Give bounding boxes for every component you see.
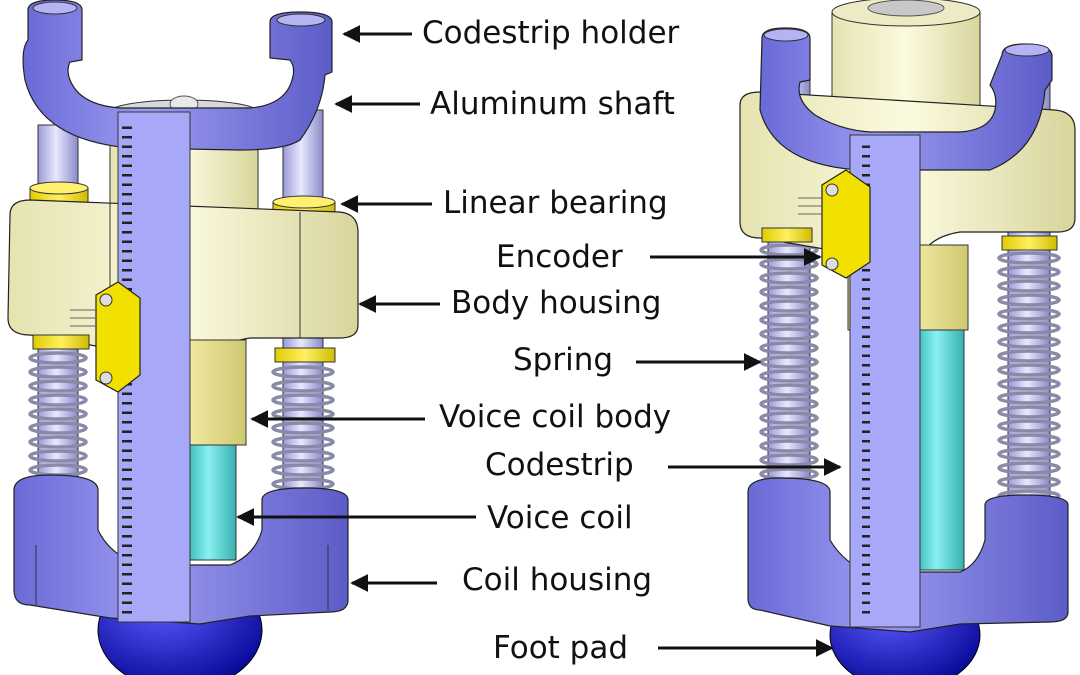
spring-coil	[271, 379, 335, 393]
spring-coil	[759, 313, 819, 327]
spring-coil	[271, 435, 335, 449]
spring-coil	[997, 335, 1061, 349]
spring-coil	[997, 251, 1061, 265]
spring-coil	[759, 397, 819, 411]
right-assembly	[739, 0, 1076, 675]
spring-coil	[271, 393, 335, 407]
spring-coil	[759, 271, 819, 285]
encoder-left	[70, 281, 141, 393]
spring-coil	[271, 449, 335, 463]
coil-housing-right	[747, 477, 1069, 633]
label-encoder: Encoder	[496, 239, 623, 275]
spring-coil	[997, 377, 1061, 391]
spring-coil	[759, 341, 819, 355]
spring-left-a	[28, 351, 88, 477]
spring-left-b	[271, 365, 335, 491]
spring-coil	[28, 449, 88, 463]
spring-coil	[997, 405, 1061, 419]
spring-right-b	[997, 251, 1061, 503]
spring-coil	[759, 425, 819, 439]
spring-coil	[28, 379, 88, 393]
spring-coil	[28, 435, 88, 449]
label-linear-bearing: Linear bearing	[443, 185, 668, 221]
left-assembly	[7, 0, 359, 675]
spring-coil	[28, 421, 88, 435]
spring-coil	[759, 453, 819, 467]
label-voice-coil-body: Voice coil body	[439, 399, 672, 435]
label-body-housing: Body housing	[451, 285, 662, 321]
spring-coil	[759, 411, 819, 425]
spring-coil	[759, 327, 819, 341]
spring-coil	[271, 365, 335, 379]
label-coil-housing: Coil housing	[462, 562, 653, 598]
label-codestrip-holder: Codestrip holder	[422, 15, 680, 51]
codestrip-holder-left	[22, 0, 333, 151]
leader-arrows	[236, 25, 842, 657]
voice-coil-left	[189, 444, 237, 561]
coil-housing-left	[13, 474, 349, 625]
spring-coil	[997, 419, 1061, 433]
spring-coil	[759, 369, 819, 383]
spring-coil	[997, 321, 1061, 335]
spring-coil	[997, 363, 1061, 377]
label-aluminum-shaft: Aluminum shaft	[430, 86, 675, 122]
spring-coil	[759, 439, 819, 453]
spring-coil	[759, 383, 819, 397]
spring-coil	[997, 461, 1061, 475]
spring-coil	[28, 351, 88, 365]
label-voice-coil: Voice coil	[487, 500, 633, 536]
spring-coil	[997, 475, 1061, 489]
spring-coil	[997, 391, 1061, 405]
label-codestrip: Codestrip	[485, 447, 634, 483]
spring-coil	[997, 433, 1061, 447]
spring-coil	[28, 393, 88, 407]
spring-coil	[997, 349, 1061, 363]
spring-coil	[28, 407, 88, 421]
label-spring: Spring	[513, 342, 614, 378]
spring-coil	[997, 293, 1061, 307]
spring-coil	[271, 421, 335, 435]
spring-coil	[759, 299, 819, 313]
encoder-right	[798, 169, 871, 279]
spring-coil	[759, 285, 819, 299]
spring-coil	[997, 279, 1061, 293]
voice-coil-right	[917, 329, 965, 571]
spring-coil	[28, 365, 88, 379]
spring-coil	[997, 447, 1061, 461]
label-foot-pad: Foot pad	[493, 630, 629, 666]
spring-coil	[271, 463, 335, 477]
spring-right-a	[759, 243, 819, 481]
codestrip-holder-right	[759, 27, 1053, 171]
spring-coil	[997, 265, 1061, 279]
spring-coil	[997, 307, 1061, 321]
